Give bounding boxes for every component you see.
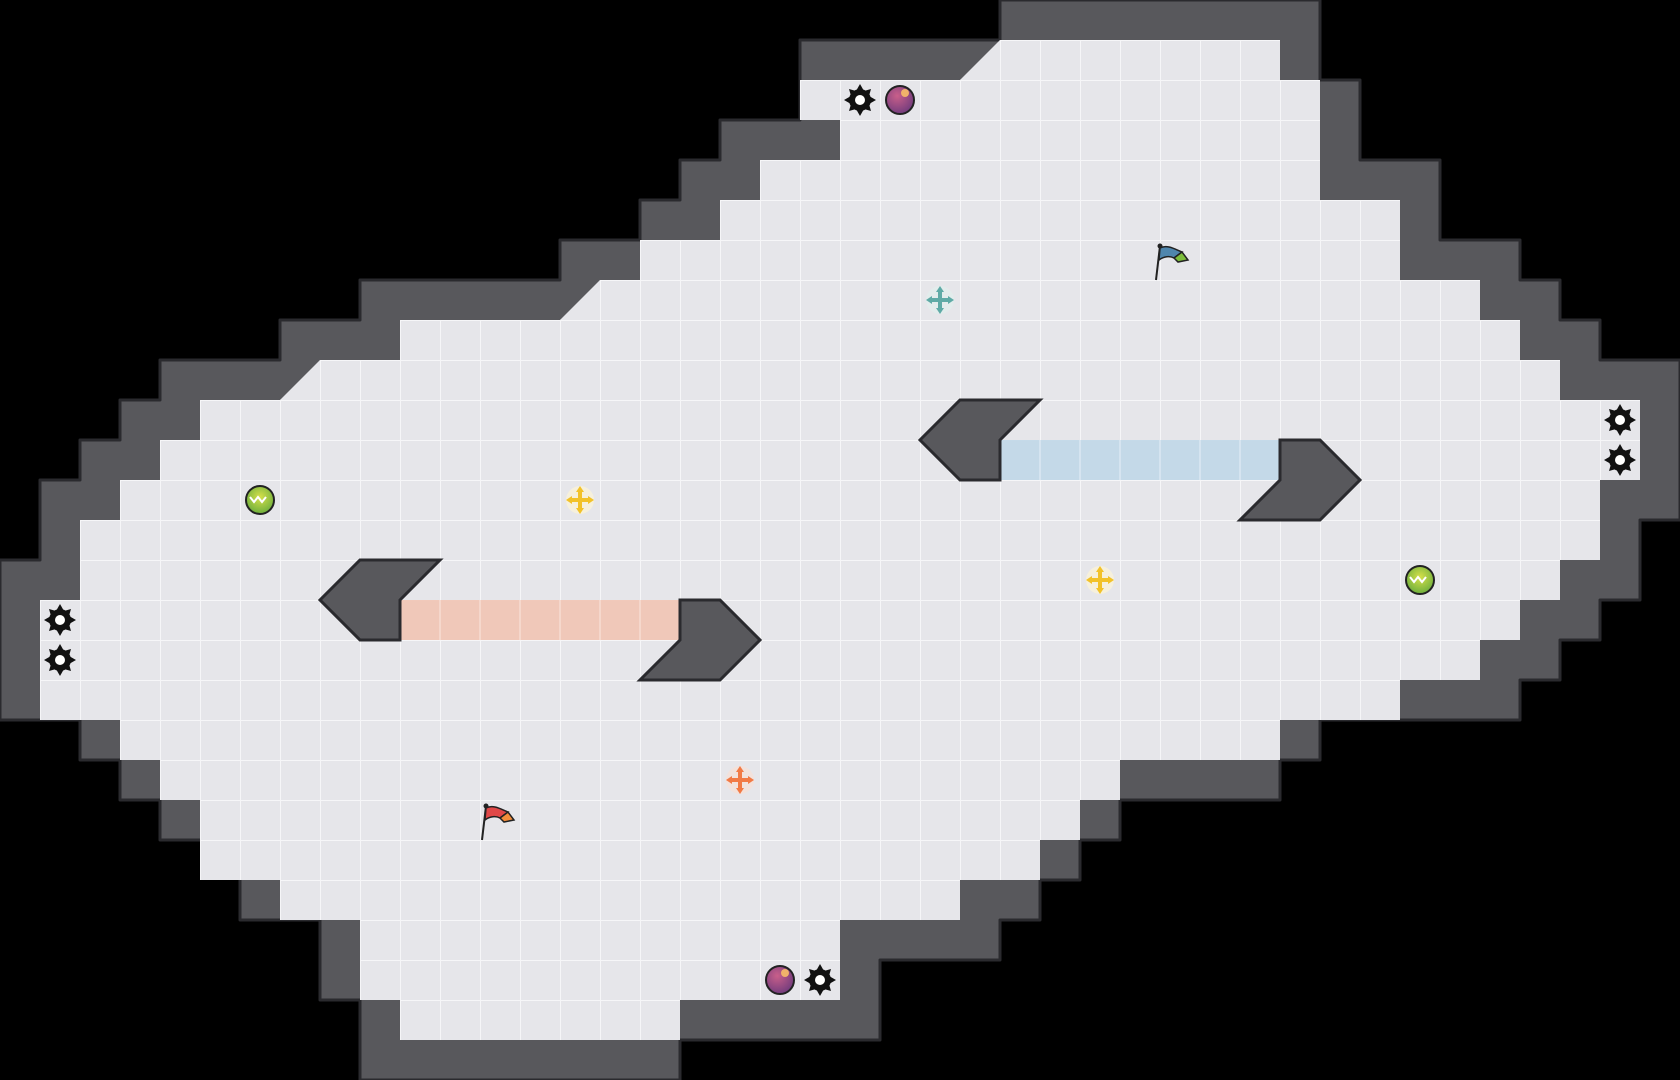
bomb-icon xyxy=(245,485,275,515)
bomb-icon xyxy=(1405,565,1435,595)
boost-icon xyxy=(1086,566,1114,594)
powerup-icon xyxy=(885,85,915,115)
team-boost-icon xyxy=(726,766,754,794)
wall-block-left xyxy=(317,558,444,642)
wall-block-right-2 xyxy=(1236,438,1363,522)
floor xyxy=(40,40,1640,1040)
flag-icon xyxy=(1155,243,1190,281)
wall-block-right xyxy=(917,398,1044,482)
boost-icon xyxy=(566,486,594,514)
flag-icon xyxy=(481,803,516,841)
red-gate xyxy=(400,600,680,640)
wall-block-left-2 xyxy=(636,598,763,682)
blue-gate xyxy=(1000,440,1280,480)
team-boost-icon xyxy=(926,286,954,314)
powerup-icon xyxy=(765,965,795,995)
